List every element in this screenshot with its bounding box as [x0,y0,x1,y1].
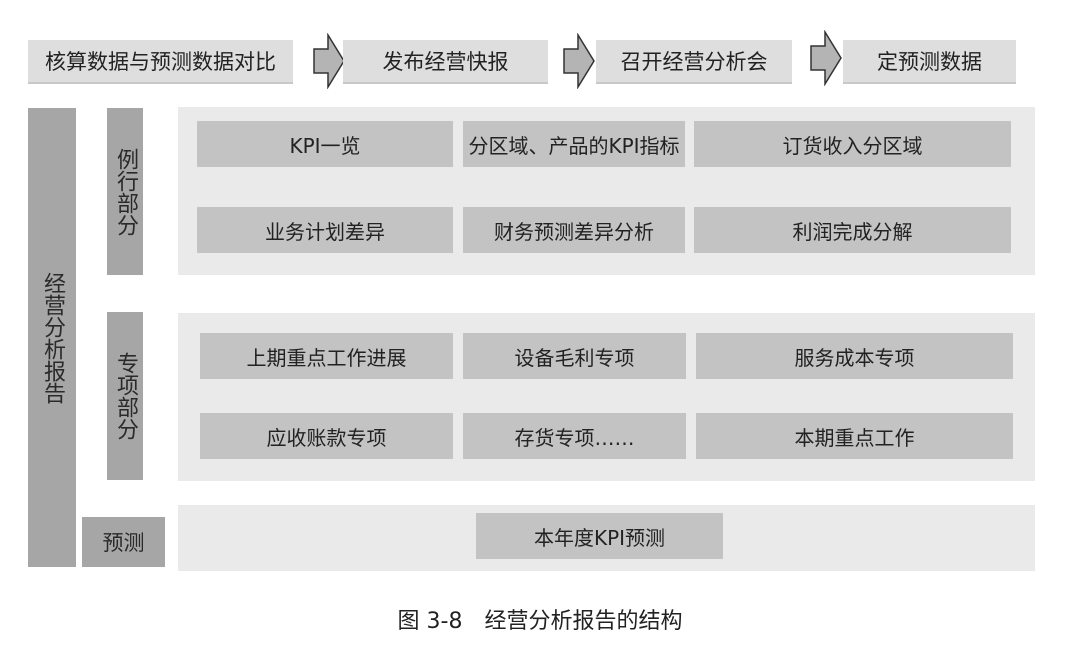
special-item: 应收账款专项 [200,413,453,459]
special-item: 本期重点工作 [696,413,1013,459]
routine-section-label: 例行部分 [113,147,138,236]
special-item: 存货专项…… [463,413,686,459]
flow-step-4: 定预测数据 [843,40,1016,84]
routine-item-label: 财务预测差异分析 [494,219,654,244]
figure-caption: 图 3-8 经营分析报告的结构 [0,603,1080,634]
figure-title: 经营分析报告的结构 [484,609,683,634]
routine-item: 利润完成分解 [694,207,1011,253]
routine-item: KPI一览 [197,121,453,167]
routine-item-label: 订货收入分区域 [782,133,923,158]
special-item: 服务成本专项 [696,333,1013,379]
special-item-label: 存货专项…… [514,425,635,450]
special-section-label: 专项部分 [113,352,138,440]
special-item-label: 设备毛利专项 [514,345,635,370]
special-item-label: 上期重点工作进展 [246,345,407,370]
routine-item: 分区域、产品的KPI指标 [463,121,685,167]
flow-step-4-label: 定预测数据 [877,50,982,74]
routine-item: 业务计划差异 [197,207,453,253]
flow-step-2-label: 发布经营快报 [382,50,509,74]
forecast-item-label: 本年度KPI预测 [533,525,666,550]
forecast-item: 本年度KPI预测 [476,513,723,559]
special-item-label: 本期重点工作 [794,425,915,450]
right-arrow-icon [810,30,842,86]
special-item-label: 应收账款专项 [266,425,387,450]
routine-section-label-bar: 例行部分 [107,108,143,275]
report-title-bar: 经营分析报告 [28,108,76,567]
flow-step-3: 召开经营分析会 [596,40,792,84]
routine-item-label: 利润完成分解 [792,219,913,244]
flow-step-3-label: 召开经营分析会 [620,50,768,74]
routine-item-label: 业务计划差异 [265,219,385,244]
flow-step-2: 发布经营快报 [343,40,548,84]
forecast-section-label: 预测 [102,531,145,555]
report-title: 经营分析报告 [40,271,65,404]
forecast-section-label-bar: 预测 [82,517,165,567]
right-arrow-icon [313,33,345,89]
figure-number: 图 3-8 [397,609,463,634]
routine-item: 财务预测差异分析 [463,207,685,253]
special-item-label: 服务成本专项 [794,345,915,370]
routine-item-label: KPI一览 [289,133,361,158]
routine-item: 订货收入分区域 [694,121,1011,167]
routine-item-label: 分区域、产品的KPI指标 [468,133,680,158]
special-item: 上期重点工作进展 [200,333,453,379]
flow-step-1: 核算数据与预测数据对比 [28,40,293,84]
special-item: 设备毛利专项 [463,333,686,379]
special-section-label-bar: 专项部分 [107,312,143,480]
right-arrow-icon [563,33,595,89]
flow-step-1-label: 核算数据与预测数据对比 [45,50,276,74]
